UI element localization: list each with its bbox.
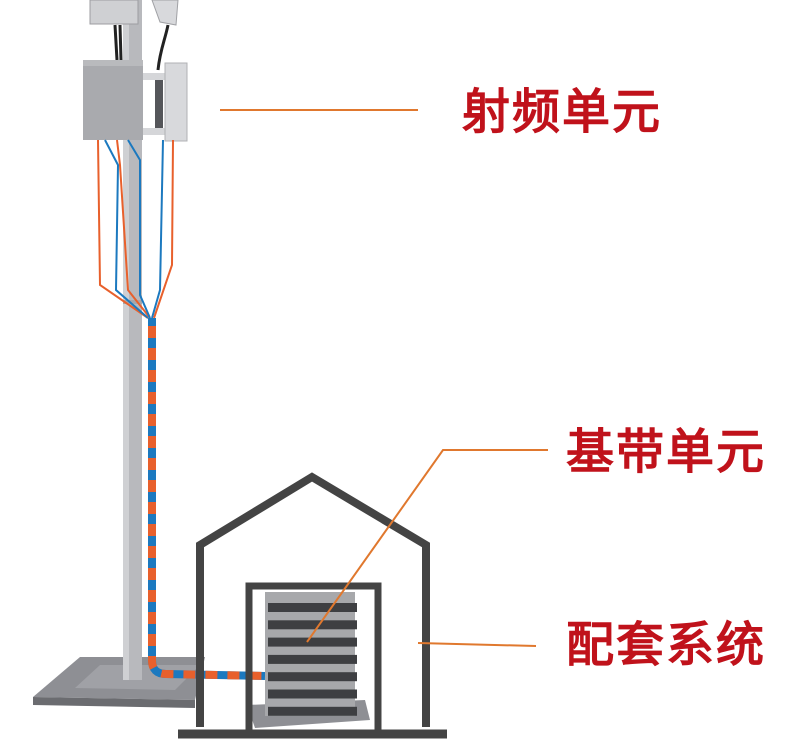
supporting-system-leader [417,642,537,647]
rack-slot [268,603,357,612]
baseband-cabinet [245,582,382,730]
baseband-unit-label: 基带单元 [566,424,767,480]
fan-out-cables [97,139,174,319]
rack-slot [268,620,357,630]
rack-slot [268,706,357,716]
pole-base [33,657,205,708]
rack-slot [268,637,357,647]
rack-slot [268,654,357,664]
leader-lines [220,109,548,647]
main-cable [148,318,266,680]
baseband-unit-leader [306,449,548,643]
rf-unit-label: 射频单元 [462,84,663,140]
top-antenna-unit [89,0,179,71]
rack-slot [268,689,357,699]
supporting-system-label: 配套系统 [566,617,767,673]
rf-unit-box [83,60,188,142]
rack-slot [268,672,357,682]
pole [123,0,142,680]
equipment-shelter [178,472,447,739]
